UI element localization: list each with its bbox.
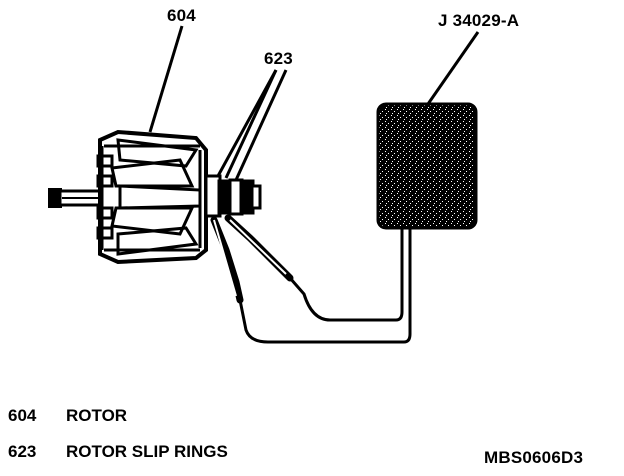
rotor-shaft	[48, 188, 106, 208]
legend-number: 623	[8, 442, 37, 461]
rotor	[96, 129, 208, 265]
legend-number: 604	[8, 406, 37, 425]
legend-text: ROTOR	[66, 406, 128, 425]
leader-lines	[148, 25, 480, 181]
leader-slip-ring-3	[234, 69, 288, 181]
rotor-test-diagram	[48, 25, 480, 344]
leader-slip-ring-2	[224, 69, 278, 179]
legend-item: 604 ROTOR	[8, 407, 127, 424]
leader-tester	[426, 31, 480, 105]
callout-slip-rings-number: 623	[264, 49, 293, 68]
test-leads	[210, 214, 412, 344]
callout-tester-tool: J 34029-A	[438, 11, 520, 30]
ohmmeter-tester	[376, 102, 478, 230]
callout-rotor-number: 604	[167, 6, 196, 25]
figure-code: MBS0606D3	[484, 448, 584, 467]
legend-item: 623 ROTOR SLIP RINGS	[8, 443, 228, 460]
legend-text: ROTOR SLIP RINGS	[66, 442, 228, 461]
leader-rotor	[148, 25, 184, 133]
rotor-slip-rings	[204, 174, 262, 218]
